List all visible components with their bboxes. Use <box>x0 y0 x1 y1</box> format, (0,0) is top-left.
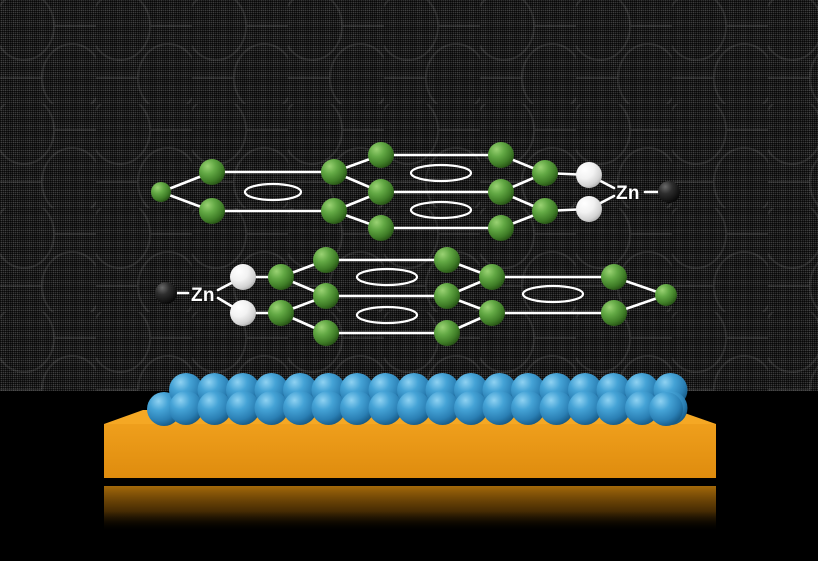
aromatic-ring <box>409 163 473 183</box>
adsorbate-atom <box>397 391 431 425</box>
atom-green <box>268 300 294 326</box>
adsorbate-atom <box>226 391 260 425</box>
atom-green <box>488 215 514 241</box>
adsorbate-atom <box>283 391 317 425</box>
atom-green <box>268 264 294 290</box>
atom-green <box>488 142 514 168</box>
atom-green <box>532 198 558 224</box>
atom-white <box>230 264 256 290</box>
zn-label-right: Zn <box>616 183 640 204</box>
adsorbate-atom <box>311 391 346 425</box>
atom-green <box>368 142 394 168</box>
atom-green <box>488 179 514 205</box>
aromatic-ring <box>243 182 303 202</box>
atom-green <box>434 247 460 273</box>
adsorbate-atom <box>197 391 232 425</box>
adsorbate-atom <box>649 392 683 426</box>
adsorbate-atom <box>625 391 659 425</box>
atom-green <box>434 320 460 346</box>
atom-green <box>313 283 339 309</box>
adsorbate-atom <box>368 391 403 425</box>
atom-green <box>601 300 627 326</box>
atom-green <box>313 320 339 346</box>
atom-white <box>576 196 602 222</box>
adsorbate-atom <box>425 391 460 425</box>
aromatic-ring <box>355 305 419 325</box>
atom-green <box>479 264 505 290</box>
atom-green <box>601 264 627 290</box>
atom-white <box>576 162 602 188</box>
aromatic-ring <box>409 200 473 220</box>
adsorbate-atom <box>169 391 203 425</box>
adsorbate-atom <box>340 391 374 425</box>
adsorbate-atom <box>511 391 545 425</box>
adsorbate-atom <box>568 391 602 425</box>
atom-green <box>199 198 225 224</box>
substrate-reflection <box>104 486 716 532</box>
molecule-layer <box>151 142 680 346</box>
atom-green <box>655 284 677 306</box>
aromatic-ring <box>521 284 585 304</box>
atom-green <box>434 283 460 309</box>
atom-green <box>151 182 171 202</box>
adsorbate-atom <box>539 391 574 425</box>
adsorbate-atom <box>596 391 631 425</box>
background-ring-pattern <box>0 0 818 391</box>
atom-white <box>230 300 256 326</box>
substrate-front-face <box>104 424 716 478</box>
substrate-layer <box>104 373 716 532</box>
atom-green <box>368 215 394 241</box>
upper-chain-atoms <box>151 142 680 241</box>
adsorbate-atom <box>454 391 488 425</box>
atom-green <box>321 198 347 224</box>
upper-chain-aromatic-rings <box>243 163 473 220</box>
aromatic-ring <box>355 267 419 287</box>
atom-green <box>313 247 339 273</box>
adsorbate-atoms <box>147 373 688 426</box>
adsorbate-atom <box>482 391 517 425</box>
atom-green <box>321 159 347 185</box>
atom-green <box>368 179 394 205</box>
lower-chain-atoms <box>155 247 677 346</box>
atom-green <box>532 160 558 186</box>
atom-green <box>479 300 505 326</box>
atom-zinc <box>658 181 680 203</box>
atom-green <box>199 159 225 185</box>
lower-chain-aromatic-rings <box>355 267 585 325</box>
zn-label-left: Zn <box>191 285 215 306</box>
adsorbate-atom <box>254 391 289 425</box>
atom-zinc <box>155 282 177 304</box>
